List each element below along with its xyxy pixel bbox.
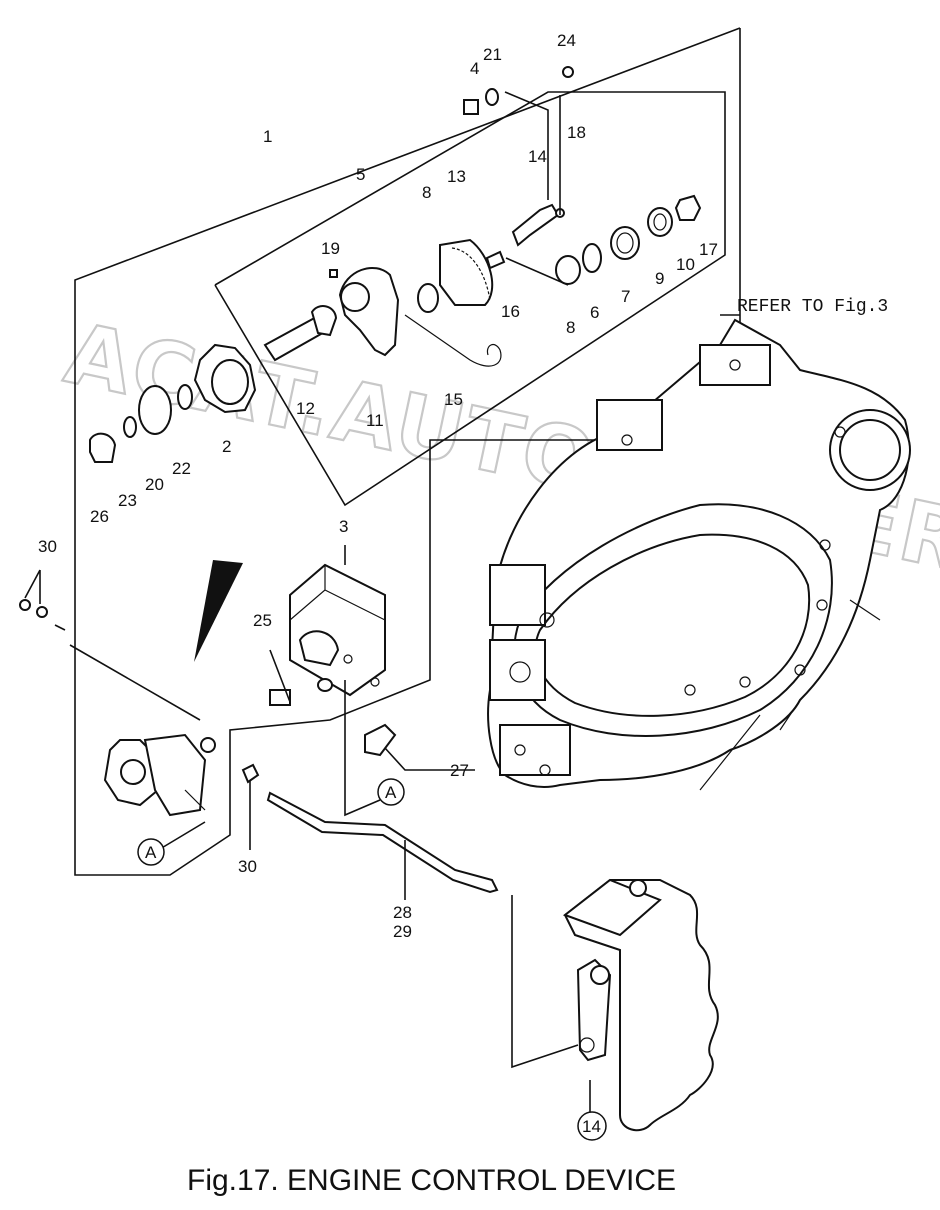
part-label-3: 3 — [339, 517, 348, 536]
part-label-29: 29 — [393, 922, 412, 941]
part-label-19: 19 — [321, 239, 340, 258]
refer-note: REFER TO Fig.3 — [737, 297, 888, 317]
part-label-23: 23 — [118, 491, 137, 510]
part-label-15: 15 — [444, 390, 463, 409]
part-label-8a: 8 — [422, 183, 431, 202]
assembly-1-outline — [74, 27, 741, 876]
direction-arrow-icon — [194, 560, 243, 662]
svg-text:A: A — [145, 843, 157, 862]
part-label-1: 1 — [263, 127, 272, 146]
part-label-27: 27 — [450, 761, 469, 780]
callout-ref-14: 14 — [577, 1111, 607, 1141]
part-label-5: 5 — [356, 165, 365, 184]
part-label-18: 18 — [567, 123, 586, 142]
figure-caption: Fig.17. ENGINE CONTROL DEVICE — [187, 1164, 676, 1197]
part-label-22: 22 — [172, 459, 191, 478]
control-rod — [266, 791, 499, 894]
part-label-26: 26 — [90, 507, 109, 526]
part-label-14: 14 — [528, 147, 547, 166]
part-label-25: 25 — [253, 611, 272, 630]
svg-text:A: A — [385, 783, 397, 802]
part-label-17: 17 — [699, 240, 718, 259]
part-label-20: 20 — [145, 475, 164, 494]
part-label-4: 4 — [470, 59, 479, 78]
part-label-6: 6 — [590, 303, 599, 322]
part-label-9: 9 — [655, 269, 664, 288]
part-label-24: 24 — [557, 31, 576, 50]
part-label-11: 11 — [366, 411, 384, 430]
governor-lever-assembly — [19, 599, 397, 817]
part-label-16: 16 — [501, 302, 520, 321]
knob-assembly — [89, 88, 499, 463]
part-label-2: 2 — [222, 437, 231, 456]
part-label-10: 10 — [676, 255, 695, 274]
part-label-12: 12 — [296, 399, 315, 418]
part-label-28: 28 — [393, 903, 412, 922]
callout-a-upper: A — [377, 778, 405, 806]
assembly-5-outline — [214, 91, 726, 507]
part-label-30b: 30 — [238, 857, 257, 876]
part-label-21: 21 — [483, 45, 502, 64]
lever-housing-outline — [69, 644, 201, 721]
leader-lines — [24, 91, 740, 1112]
callout-a-lower: A — [137, 838, 165, 866]
part-label-8b: 8 — [566, 318, 575, 337]
part-label-7: 7 — [621, 287, 630, 306]
svg-text:14: 14 — [582, 1117, 601, 1136]
lever-assembly — [263, 66, 702, 367]
flywheel-housing — [487, 318, 911, 791]
part-label-30a: 30 — [38, 537, 57, 556]
injection-pump-body — [562, 878, 719, 1132]
part-label-13: 13 — [447, 167, 466, 186]
cover-part-3 — [289, 563, 386, 697]
